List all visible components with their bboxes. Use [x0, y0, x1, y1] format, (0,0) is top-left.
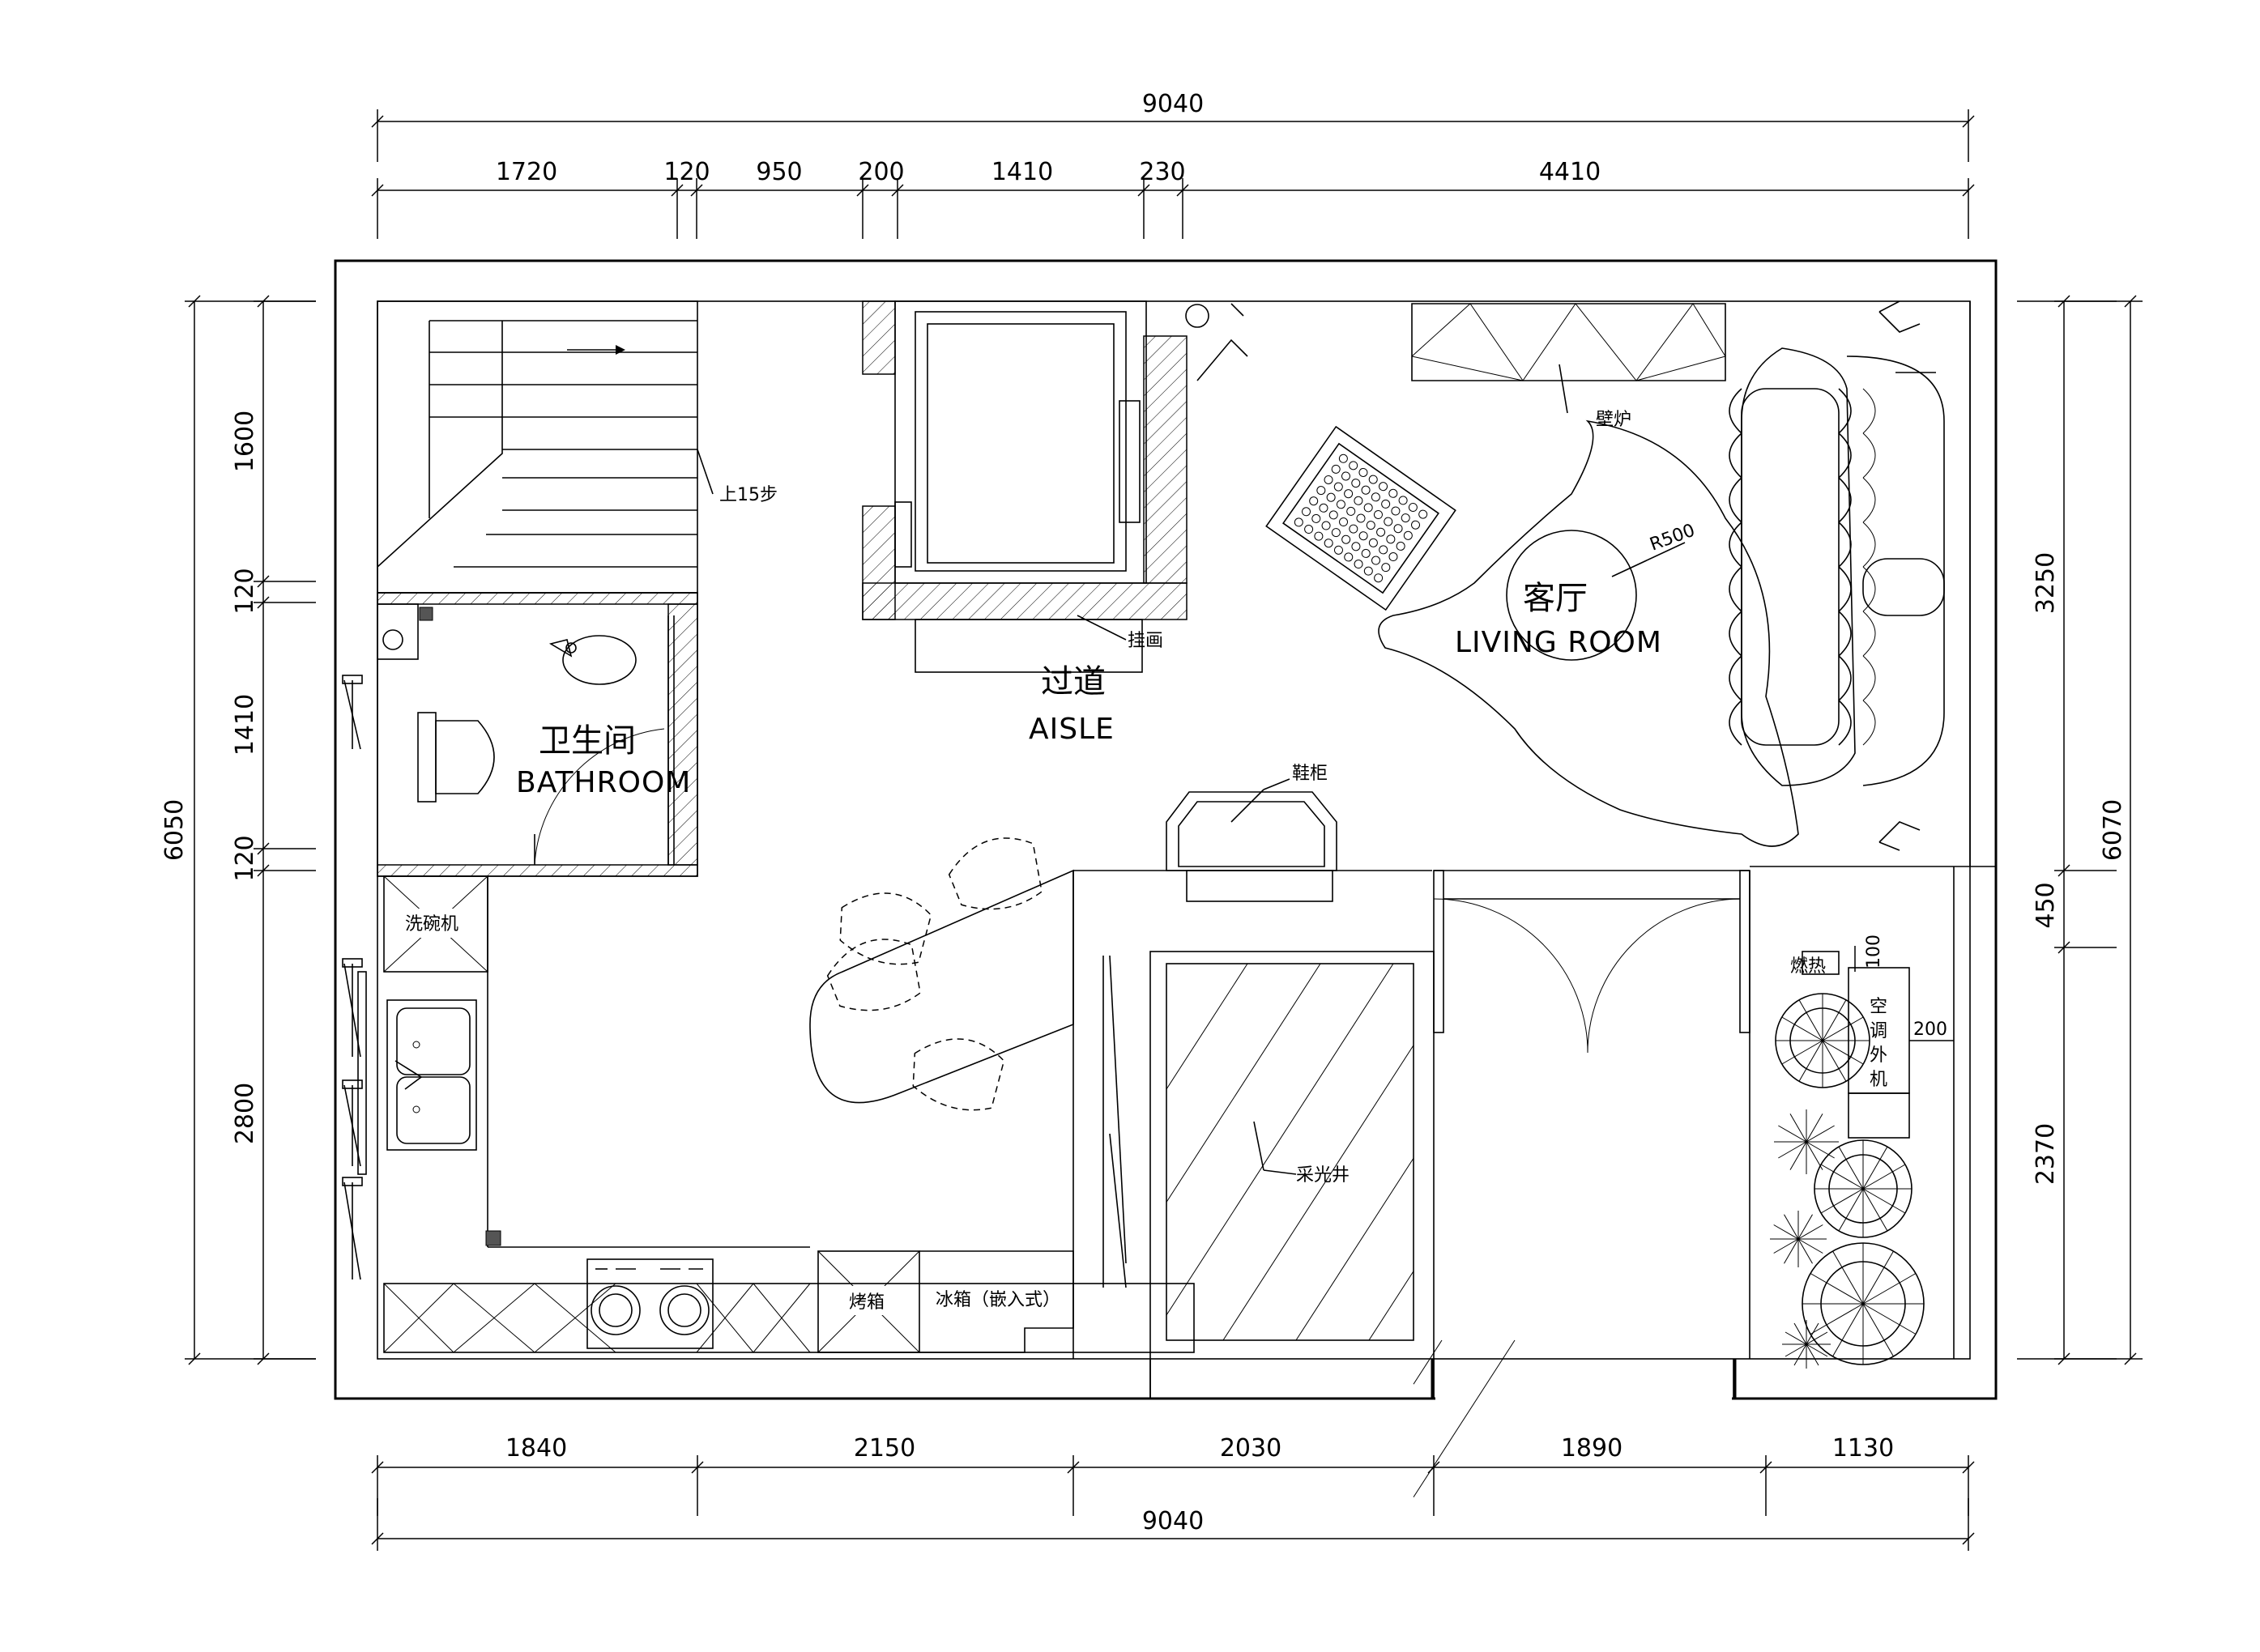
- dim-top-seg-2: 120: [663, 158, 710, 186]
- dishwasher-label: 洗碗机: [405, 914, 458, 935]
- dim-left-seg-5: 2800: [231, 1083, 259, 1144]
- dim-top-seg-1: 1720: [496, 158, 557, 186]
- living-room-name-cn: 客厅: [1523, 580, 1588, 617]
- light-well: 采光井: [1072, 951, 1516, 1498]
- dimension-bottom: 1840 2150 2030 1890 1130 9040: [371, 1434, 1975, 1551]
- ac-unit-char-2: 调: [1870, 1021, 1887, 1041]
- aisle-name-cn: 过道: [1041, 663, 1106, 700]
- dim-200-label: 200: [1913, 1020, 1947, 1040]
- dim-top-seg-7: 4410: [1539, 158, 1601, 186]
- dim-right-seg-2: 450: [2032, 882, 2060, 928]
- shoe-cabinet: 鞋柜: [1072, 764, 1432, 956]
- shoe-cabinet-label: 鞋柜: [1292, 764, 1328, 784]
- dim-bottom-seg-5: 1130: [1832, 1434, 1894, 1463]
- kitchen: 洗碗机 烤箱 冰箱（嵌入: [342, 675, 1195, 1353]
- staircase: 上15步: [377, 300, 778, 594]
- ac-unit-char-4: 机: [1870, 1070, 1887, 1090]
- dim-top-seg-4: 200: [858, 158, 904, 186]
- lightwell-label: 采光井: [1296, 1165, 1350, 1186]
- living-room-name-en: LIVING ROOM: [1455, 626, 1662, 659]
- bathroom-name-cn: 卫生间: [539, 722, 636, 760]
- dim-bottom-seg-4: 1890: [1561, 1434, 1623, 1463]
- sofa: [1729, 347, 1945, 786]
- plant-icon: [1770, 993, 1925, 1369]
- dim-left-seg-3: 1410: [231, 694, 259, 756]
- dim-top-seg-3: 950: [756, 158, 802, 186]
- dimension-right: 6070 3250 450 2370: [2017, 295, 2143, 1365]
- stairs-label: 上15步: [719, 485, 778, 505]
- entrance-doors: [1433, 870, 1750, 1054]
- dim-right-total: 6070: [2099, 799, 2127, 861]
- dim-left-seg-1: 1600: [231, 411, 259, 472]
- dimension-left: 6050 1600 120 1410 120 2800: [160, 295, 316, 1365]
- ac-unit-char-3: 外: [1870, 1045, 1887, 1066]
- elevator-shaft: 挂画 过道 AISLE: [862, 300, 1188, 746]
- fridge-label: 冰箱（嵌入式）: [936, 1290, 1060, 1310]
- oven-label: 烤箱: [849, 1292, 885, 1313]
- ac-unit-char-1: 空: [1870, 997, 1887, 1017]
- dim-left-seg-2: 120: [231, 568, 259, 614]
- dim-100-label: 100: [1864, 935, 1884, 969]
- dim-bottom-seg-3: 2030: [1220, 1434, 1281, 1463]
- dim-right-seg-1: 3250: [2032, 552, 2060, 614]
- aisle-name-en: AISLE: [1029, 713, 1115, 746]
- dim-bottom-seg-1: 1840: [505, 1434, 567, 1463]
- radius-label: R500: [1648, 521, 1698, 556]
- hanging-painting-label: 挂画: [1128, 631, 1163, 651]
- dining-table: [809, 837, 1074, 1111]
- dim-bottom-seg-2: 2150: [854, 1434, 915, 1463]
- dim-top-total: 9040: [1142, 90, 1204, 118]
- dim-bottom-total: 9040: [1142, 1507, 1204, 1535]
- water-heater-label: 燃热: [1790, 956, 1826, 977]
- balcony: 燃热 100 200 空 调 外 机: [1749, 871, 1954, 1369]
- dim-top-seg-5: 1410: [991, 158, 1053, 186]
- dimension-top: 9040 1720 120 950 200 1410 230 4410: [371, 90, 1975, 239]
- dim-top-seg-6: 230: [1139, 158, 1185, 186]
- bathroom: 卫生间 BATHROOM: [377, 592, 698, 877]
- dim-left-total: 6050: [160, 799, 189, 861]
- dim-right-seg-3: 2370: [2032, 1123, 2060, 1185]
- bathroom-name-en: BATHROOM: [516, 766, 691, 799]
- dim-left-seg-4: 120: [231, 835, 259, 881]
